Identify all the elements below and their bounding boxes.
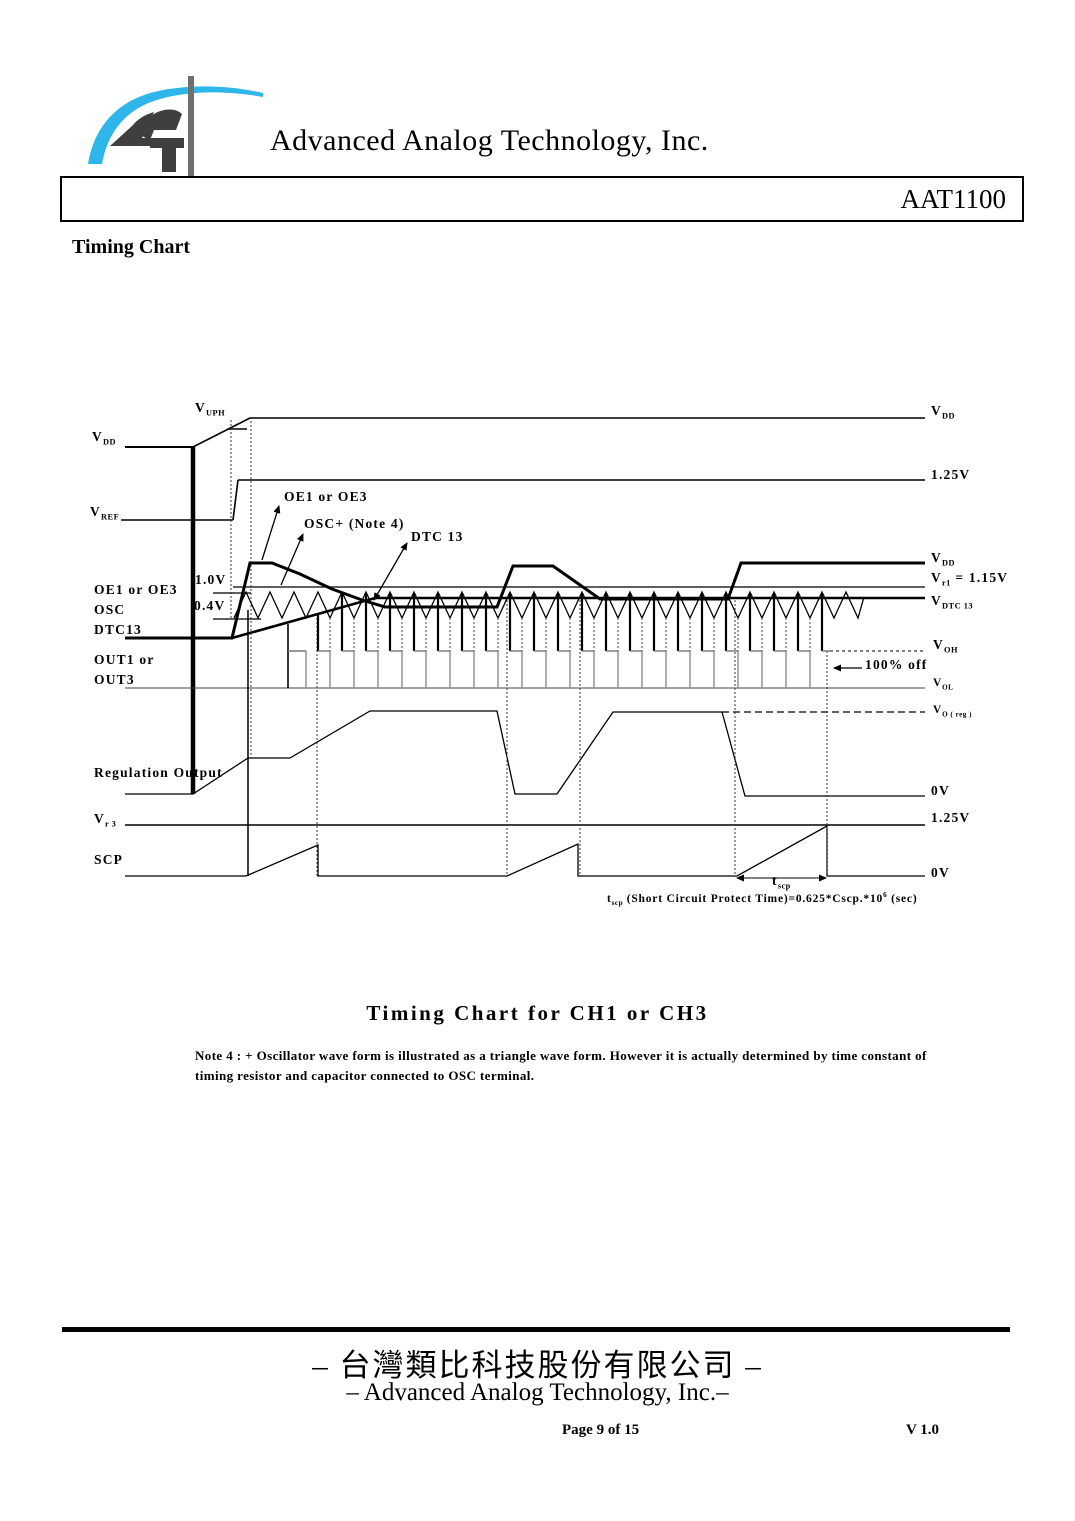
header-company-title: Advanced Analog Technology, Inc. — [270, 124, 709, 157]
footer-company-cn: – 台灣類比科技股份有限公司 – — [312, 1348, 763, 1383]
footer-page-number: Page 9 of 15 — [562, 1422, 640, 1438]
aat-logo — [88, 76, 263, 176]
reg-0v-label: 0V — [931, 783, 950, 798]
off-100-label: 100% off — [865, 657, 928, 672]
osc-group-label: OSC — [94, 602, 126, 617]
regulation-output-label: Regulation Output — [94, 765, 223, 780]
dtc13-group-label: DTC13 — [94, 622, 143, 637]
tscp-formula: tscp (Short Circuit Protect Time)=0.625*… — [607, 891, 918, 908]
oe-annotation: OE1 or OE3 — [284, 489, 368, 504]
footer-divider — [62, 1327, 1010, 1332]
osc-peak-label: 1.0V — [195, 572, 227, 587]
chart-note: Note 4 : + Oscillator wave form is illus… — [195, 1048, 927, 1084]
vr1-label: Vr1 = 1.15V — [931, 570, 1009, 588]
logo-bar — [188, 76, 194, 176]
vol-label: VOL — [933, 677, 954, 692]
dtc-annotation: DTC 13 — [411, 529, 464, 544]
voh-label: VOH — [933, 637, 958, 655]
vdd-left-label: VDD — [92, 429, 117, 447]
osc-valley-label: 0.4V — [194, 598, 226, 613]
logo-swoosh — [88, 86, 263, 164]
vr3-label: Vr 3 — [94, 811, 117, 829]
vuph-label: VUPH — [195, 400, 226, 418]
out3-label: OUT3 — [94, 672, 135, 687]
part-number: AAT1100 — [900, 183, 1007, 214]
footer-version: V 1.0 — [906, 1422, 940, 1438]
scp-0v-label: 0V — [931, 865, 950, 880]
ref-125-label: 1.25V — [931, 467, 971, 482]
scp-label: SCP — [94, 852, 124, 867]
voreg-label: VO ( reg ) — [933, 704, 972, 719]
part-number-box: AAT1100 — [60, 176, 1024, 222]
chart-title: Timing Chart for CH1 or CH3 — [366, 1001, 709, 1025]
vr3-125-label: 1.25V — [931, 810, 971, 825]
vdd-right-mid-label: VDD — [931, 550, 956, 568]
osc-annotation: OSC+ (Note 4) — [304, 516, 405, 531]
vref-label: VREF — [90, 504, 120, 522]
section-title: Timing Chart — [72, 236, 190, 258]
vdd-right-top-label: VDD — [931, 403, 956, 421]
tscp-label: tscp — [772, 873, 791, 891]
vdtc13-label: VDTC 13 — [931, 593, 974, 611]
oe-group-label: OE1 or OE3 — [94, 582, 178, 597]
out1-label: OUT1 or — [94, 652, 155, 667]
footer-company-en: – Advanced Analog Technology, Inc.– — [346, 1379, 729, 1406]
